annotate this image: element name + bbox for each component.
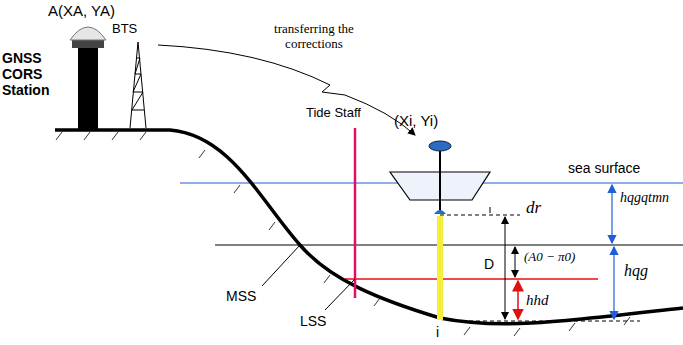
surface-name: MSS (226, 288, 256, 304)
transfer-note: transferring the corrections (262, 22, 366, 52)
station-name: GNSS CORS Station (2, 50, 56, 98)
station-coordinates: A(XA, YA) (48, 2, 115, 19)
offset-symbol: (A0 − π0) (524, 250, 575, 265)
height-symbol: hqgqtmn (620, 190, 669, 206)
surface-name: LSS (300, 313, 326, 329)
surface-label: sea surface (568, 160, 640, 176)
tide-staff-label: Tide Staff (306, 106, 361, 121)
draft-symbol: dr (526, 198, 541, 218)
chart-depth-symbol: hhd (526, 292, 549, 309)
boat-coordinates: (Xi, Yi) (394, 112, 438, 129)
tower-label: BTS (112, 22, 137, 37)
point-label: i (436, 324, 439, 340)
depth-symbol: D (484, 256, 494, 272)
height-symbol: hqg (624, 262, 648, 280)
